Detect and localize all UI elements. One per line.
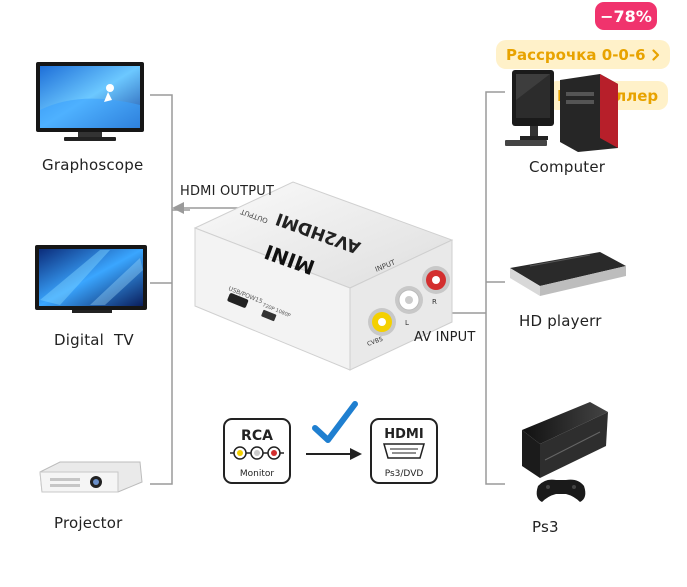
hdmi-title: HDMI [384,427,423,442]
installment-text: Рассрочка 0-0-6 [506,45,646,64]
discount-badge: −78% [595,2,657,30]
chevron-right-icon [651,48,659,61]
computer-image [505,70,618,152]
hd-player-image [510,252,626,296]
av2hdmi-converter-image: AV2HDMI MINI OUTPUT INPUT USB/POW15 720P… [193,181,454,371]
checkmark-icon [312,401,358,443]
hdmi-output-label: HDMI OUTPUT [180,184,275,199]
graphoscope-tv-image [36,62,144,141]
projector-label: Projector [54,514,123,532]
ps3-image [522,402,608,502]
rca-title: RCA [241,428,273,444]
projector-image [39,461,143,493]
l-text: L [405,319,409,327]
av-input-label: AV INPUT [414,330,476,345]
hdmi-caption: Ps3/DVD [385,469,424,479]
hdmi-diagram-box: HDMI Ps3/DVD [370,418,438,484]
rca-red-socket [422,266,450,294]
digital-tv-label: Digital TV [54,331,134,349]
digital-tv-image [35,245,147,313]
conversion-arrow [306,448,362,460]
hd-player-label: HD playerr [519,312,602,330]
rca-yellow-socket [368,308,396,336]
installment-badge[interactable]: Рассрочка 0-0-6 [496,40,670,69]
rca-caption: Monitor [240,469,275,479]
rca-white-socket [395,286,423,314]
left-connector-lines [150,94,190,485]
discount-text: −78% [600,6,652,26]
right-connector-lines [485,91,505,485]
ps3-label: Ps3 [532,518,559,536]
rca-diagram-box: RCA Monitor [223,418,291,484]
computer-label: Computer [529,158,606,176]
graphoscope-label: Graphoscope [42,156,144,174]
r-text: R [432,298,437,306]
